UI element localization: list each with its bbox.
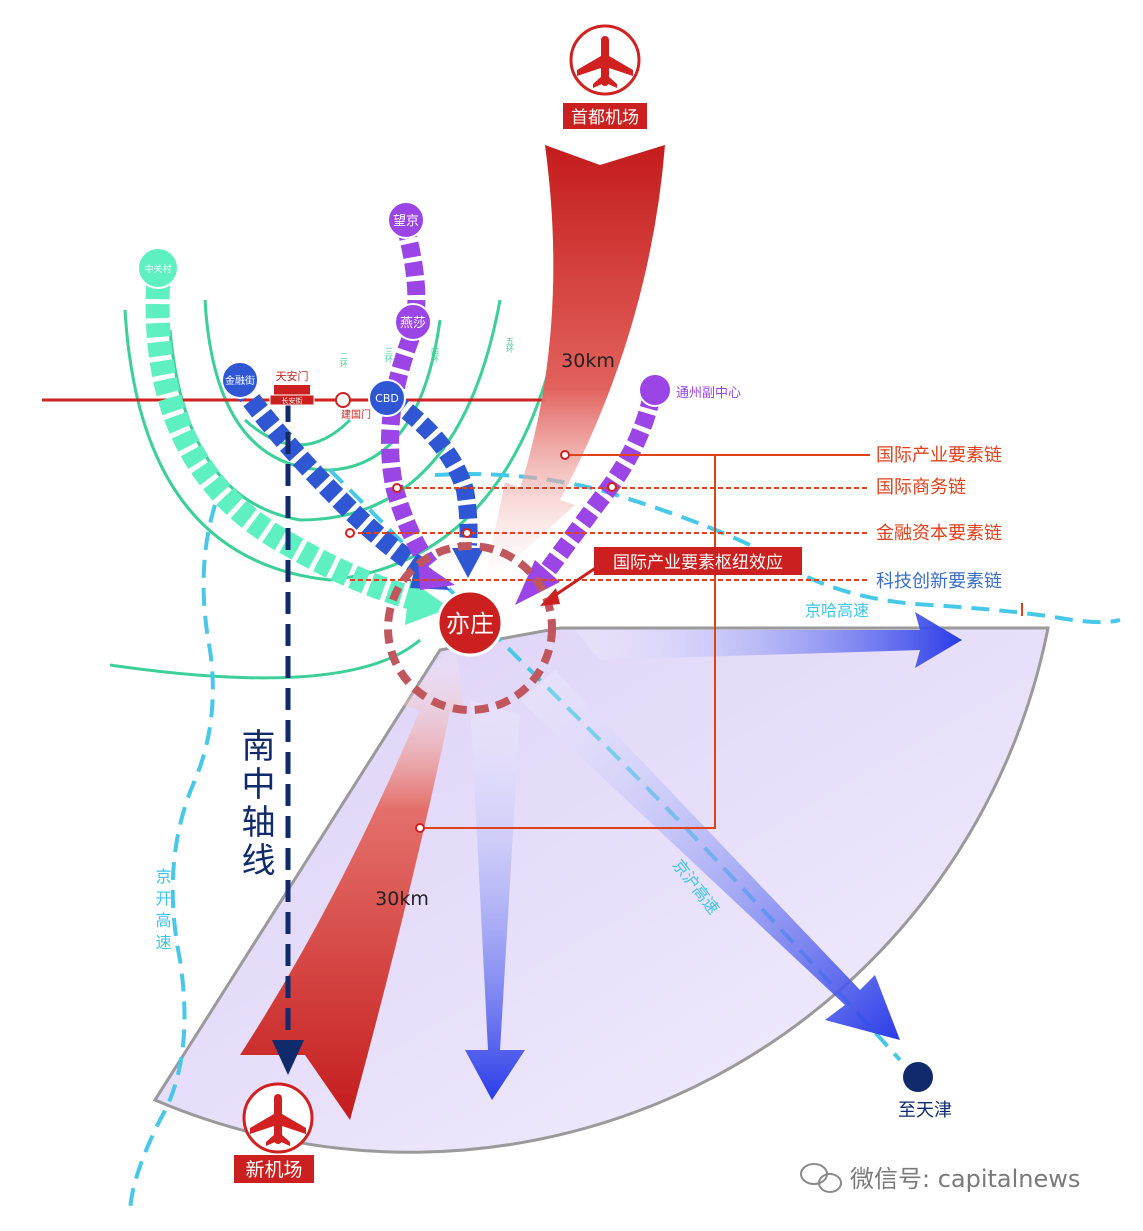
south-axis-arrowhead [272, 1040, 304, 1075]
chain-label-technology: 科技创新要素链 [876, 571, 1002, 592]
jingkai-highway [128, 504, 217, 1216]
south-axis-label: 南中轴线 [235, 728, 275, 880]
south-red-arrow [240, 640, 465, 1120]
zhongguancun-node [137, 247, 179, 289]
hub-effect-box [594, 547, 802, 575]
jianguomen-label: 建国门 [341, 408, 371, 421]
cbd-label: CBD [375, 392, 399, 405]
connector-dots [345, 450, 617, 833]
jinrongjie-label: 金融街 [225, 374, 255, 387]
ring-road-5 [123, 299, 567, 582]
hub-effect-text: 国际产业要素枢纽效应 [613, 553, 783, 573]
ring-road-4 [168, 299, 502, 522]
changanjie-label: 长安街 [282, 396, 303, 405]
influence-sector [152, 626, 1050, 1154]
chain-label-industry: 国际产业要素链 [876, 445, 1002, 466]
changanjie-box [269, 394, 315, 406]
yizhuang-node [436, 589, 504, 657]
ring-label-5: 五环 [506, 337, 515, 354]
wangjing-node [387, 201, 425, 239]
wechat-icon [800, 1163, 842, 1193]
ring-label-4: 四环 [431, 347, 440, 364]
watermark-text: 微信号: capitalnews [850, 1165, 1080, 1193]
yansha-label: 燕莎 [400, 316, 426, 331]
chain-label-finance: 金融资本要素链 [876, 523, 1002, 544]
wangjing-arrowhead [418, 560, 455, 590]
north-red-arrow [483, 145, 665, 588]
arrow-south [465, 700, 525, 1100]
cbd-arrow [386, 392, 478, 546]
jingkai-label: 京开高速 [153, 868, 172, 956]
capital-airport-label: 首都机场 [571, 108, 639, 128]
capital-airport-plane-icon [577, 36, 633, 88]
new-airport-label-box [234, 1155, 314, 1183]
capital-airport-label-box [563, 103, 647, 129]
chain-label-business: 国际商务链 [876, 477, 966, 498]
new-airport-label: 新机场 [245, 1159, 302, 1181]
jinrongjie-arrow [231, 379, 431, 579]
yansha-node [394, 303, 432, 341]
tongzhou-node [638, 373, 672, 407]
hub-callout-arrowhead [540, 588, 560, 606]
tianjin-node [903, 1062, 933, 1092]
chain-connectors [350, 454, 1023, 829]
ring-road-6 [109, 638, 421, 680]
ring-label-2: 二环 [340, 352, 349, 369]
arrow-southeast [520, 670, 900, 1040]
jingha-label: 京哈高速 [805, 601, 869, 620]
cbd-arrowhead [452, 548, 484, 578]
ring-labels: 二环 三环 四环 五环 [340, 337, 515, 369]
jianguomen-marker [335, 392, 351, 408]
cbd-node [368, 379, 406, 417]
tiananmen-icon [274, 385, 310, 395]
zhongguancun-arrow [145, 284, 423, 612]
zhongguancun-label: 中关村 [144, 263, 171, 275]
tiananmen-label: 天安门 [276, 369, 309, 383]
new-airport-plane-icon [250, 1094, 306, 1146]
north-distance-label: 30km [561, 350, 615, 372]
ring-label-3: 三环 [385, 347, 394, 364]
tongzhou-arrow [540, 392, 661, 576]
hub-circle [384, 542, 556, 714]
tianjin-label: 至天津 [898, 1100, 952, 1121]
tongzhou-label: 通州副中心 [676, 386, 741, 401]
zhongguancun-arrowhead [405, 580, 450, 625]
wangjing-label: 望京 [393, 213, 419, 229]
yizhuang-label: 亦庄 [446, 610, 494, 638]
south-distance-label: 30km [375, 888, 429, 910]
jinrongjie-node [221, 361, 259, 399]
arrow-east [575, 612, 962, 668]
